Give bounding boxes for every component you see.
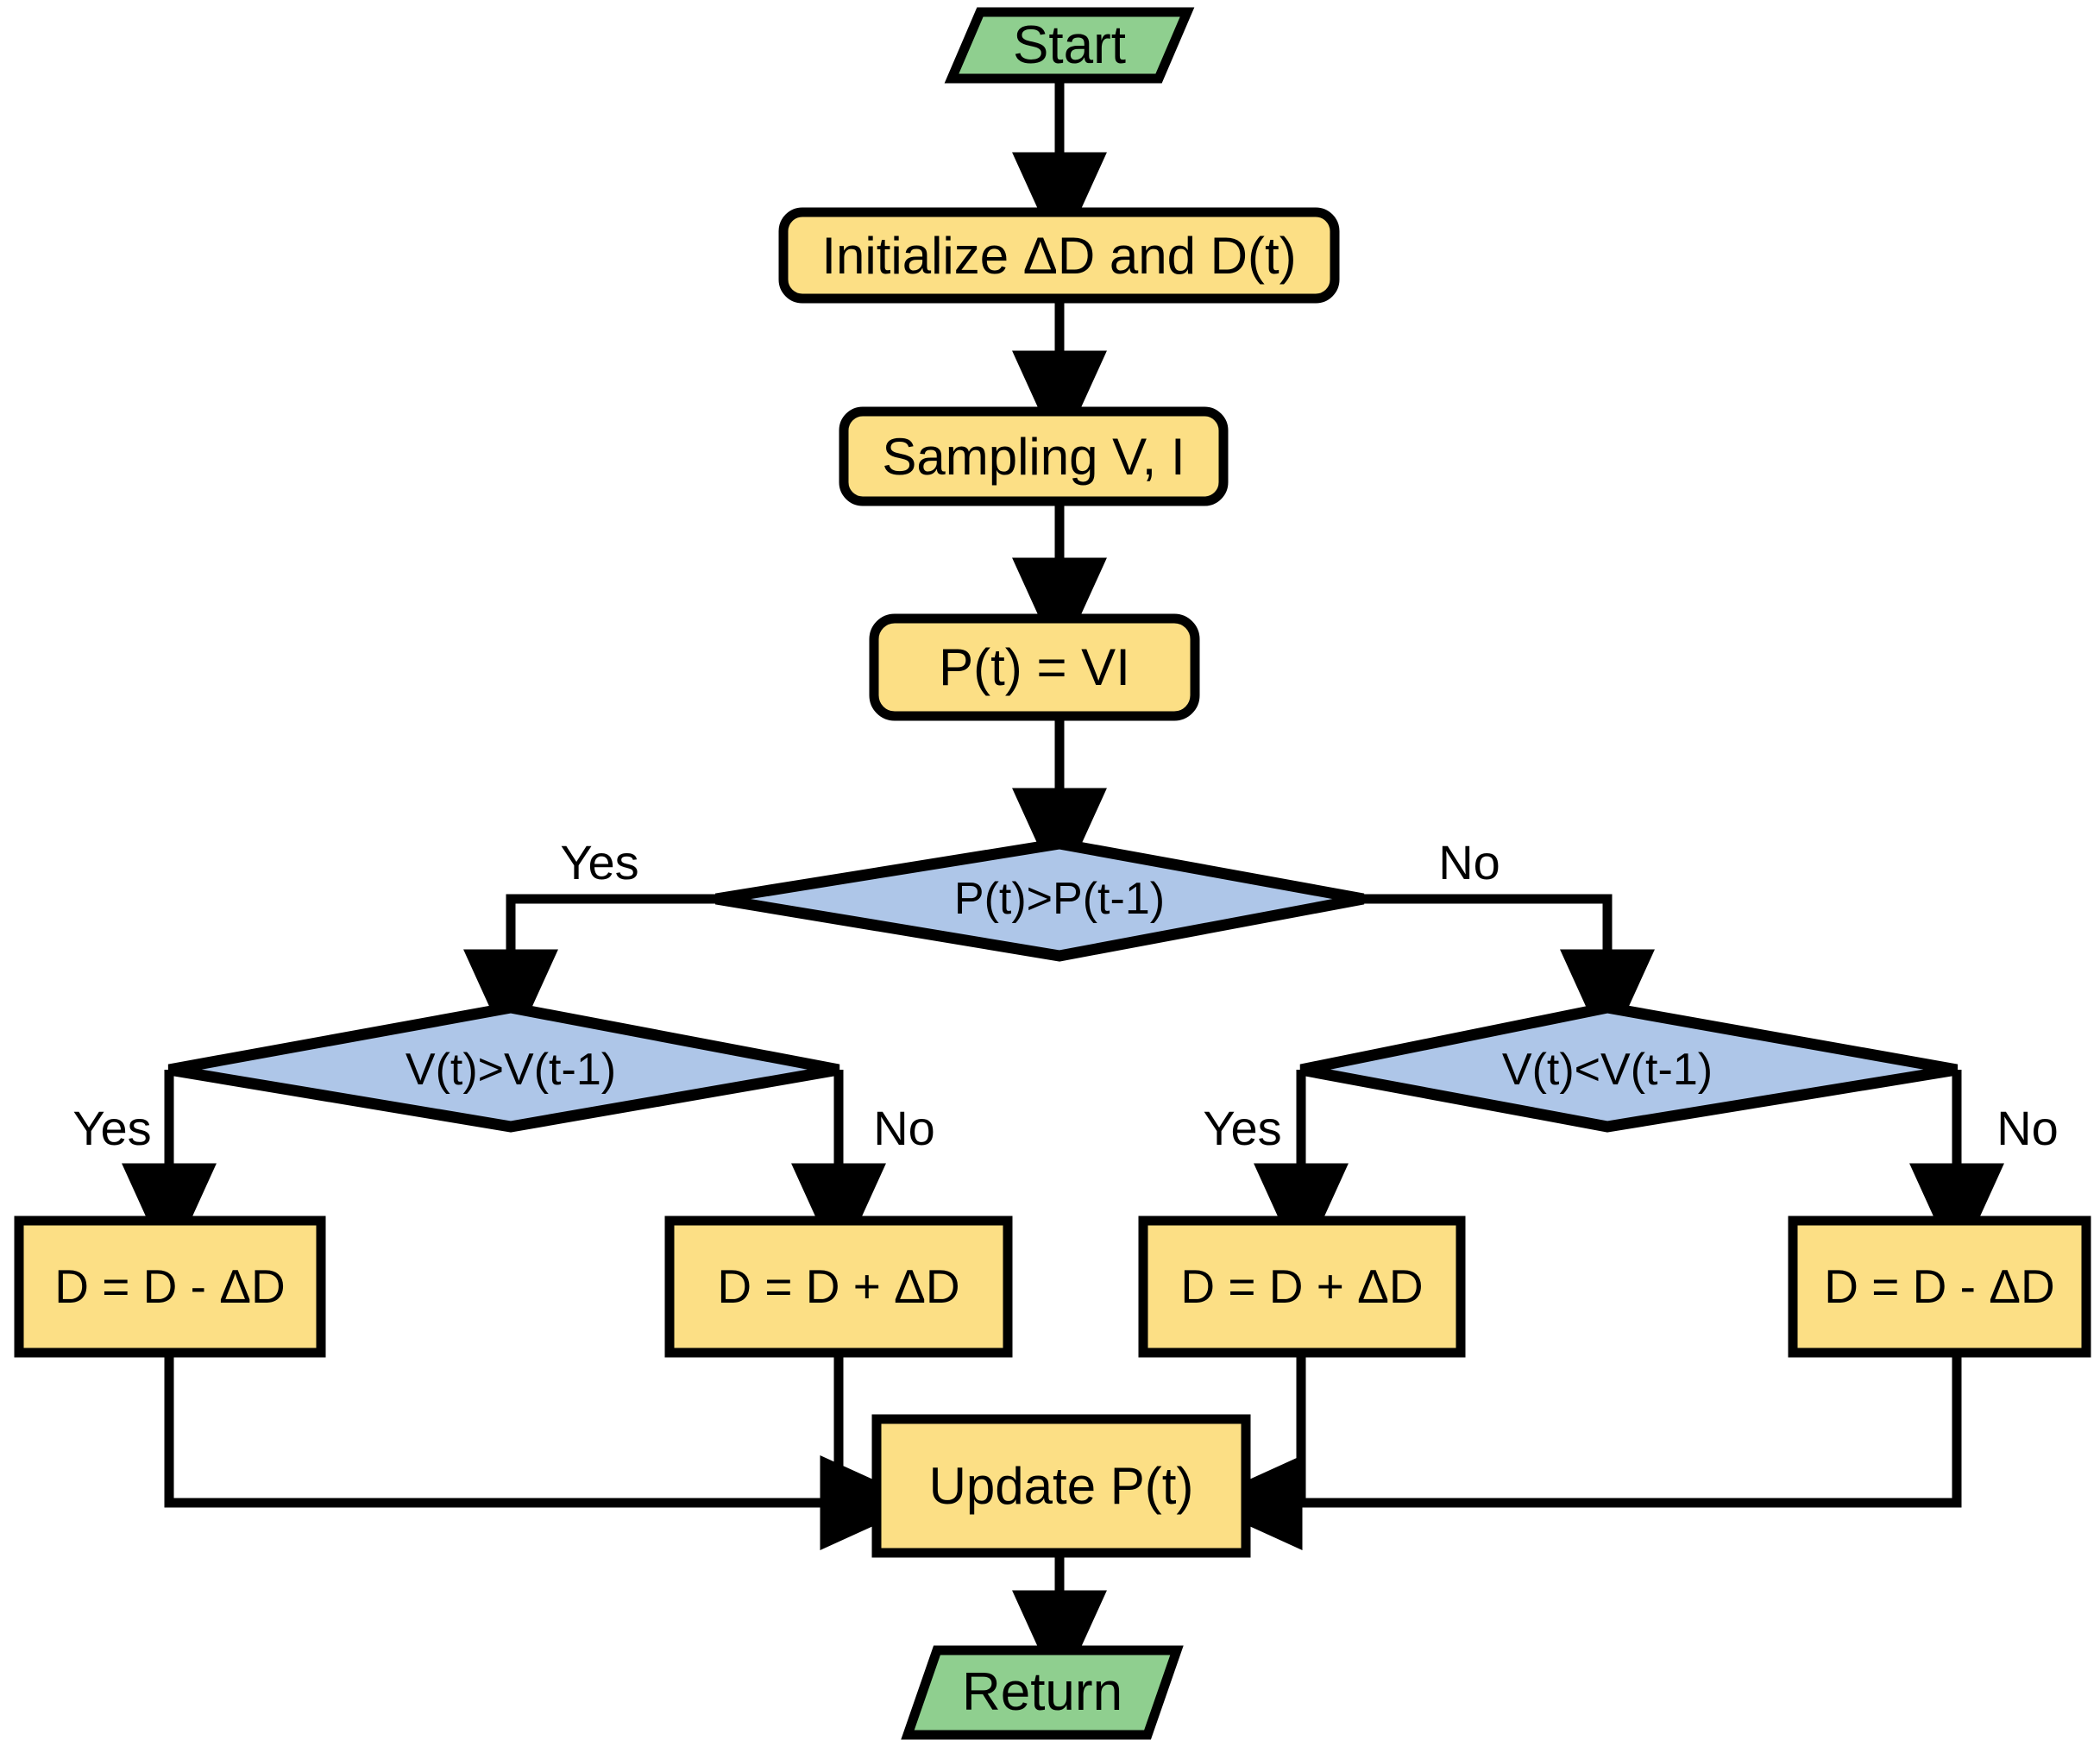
node-sampling-shape[interactable] xyxy=(839,406,1229,506)
edge-label-decision-no: No xyxy=(1438,834,1500,889)
edge-act1-update xyxy=(164,1353,925,1550)
node-act3-shape[interactable] xyxy=(1138,1216,1466,1358)
node-start-shape[interactable] xyxy=(944,7,1195,84)
edge-decision-yes xyxy=(463,894,716,1054)
edge-act3-update xyxy=(1198,1353,1306,1550)
edge-act2-update xyxy=(833,1353,873,1508)
node-init-shape[interactable] xyxy=(778,207,1340,304)
node-return-shape[interactable] xyxy=(901,1645,1184,1740)
edge-label-voltleft-yes: Yes xyxy=(72,1100,152,1155)
edge-decision-no xyxy=(1363,894,1655,1054)
edge-label-decision-yes: Yes xyxy=(560,834,639,889)
node-decision-volt-left-shape[interactable] xyxy=(167,1002,840,1133)
node-act2-shape[interactable] xyxy=(664,1216,1013,1358)
node-decision-volt-right-shape[interactable] xyxy=(1299,1002,1959,1133)
edge-label-voltright-no: No xyxy=(1996,1100,2059,1155)
node-decision-power-shape[interactable] xyxy=(714,838,1365,962)
edge-label-voltright-yes: Yes xyxy=(1203,1100,1282,1155)
node-update-shape[interactable] xyxy=(871,1414,1251,1558)
node-act4-shape[interactable] xyxy=(1788,1216,2091,1358)
edge-label-voltleft-no: No xyxy=(873,1100,935,1155)
edge-act4-update xyxy=(1260,1353,1962,1508)
node-act1-shape[interactable] xyxy=(14,1216,326,1358)
node-power-shape[interactable] xyxy=(869,613,1200,721)
